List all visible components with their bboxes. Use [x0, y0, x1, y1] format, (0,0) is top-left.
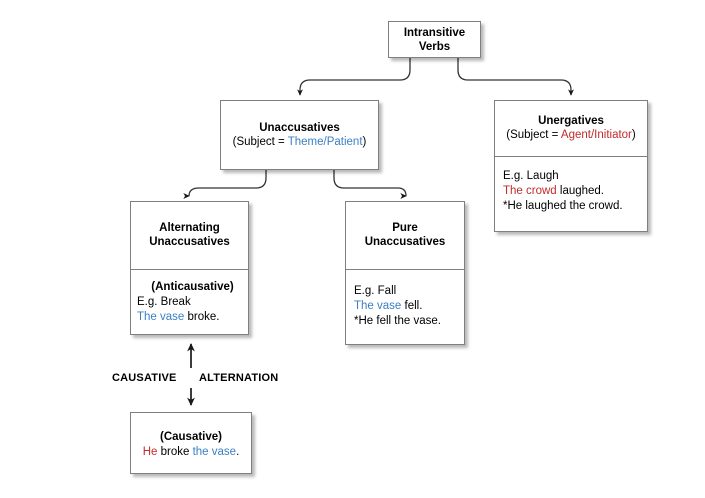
- unaccusatives-role-theme-patient: Theme/Patient: [287, 136, 363, 148]
- pure-example-grammatical: The vase fell.: [354, 299, 464, 314]
- node-unergatives-title: Unergatives (Subject = Agent/Initiator): [495, 101, 647, 157]
- edge-unaccusatives-to-alternating: [186, 170, 267, 197]
- label-causative: CAUSATIVE: [112, 372, 177, 384]
- causative-example-verb: broke: [157, 446, 193, 458]
- pure-example-predicate: fell.: [401, 300, 423, 312]
- pure-head-line-2: Unaccusatives: [364, 236, 446, 248]
- node-unergatives-body: E.g. Laugh The crowd laughed. *He laughe…: [495, 157, 647, 220]
- node-alternating-unaccusatives[interactable]: Alternating Unaccusatives (Anticausative…: [130, 201, 249, 335]
- unergatives-head: Unergatives: [538, 115, 604, 127]
- alternating-example-subject: The vase: [137, 311, 185, 323]
- intransitive-head-line-1: Intransitive: [403, 26, 466, 39]
- node-unaccusatives-title: Unaccusatives (Subject = Theme/Patient): [221, 101, 378, 169]
- causative-example-object: the vase: [192, 446, 237, 458]
- node-alternating-body: (Anticausative) E.g. Break The vase brok…: [131, 270, 248, 331]
- unergatives-subject-role: (Subject = Agent/Initiator): [506, 128, 635, 142]
- edge-intransitive-to-unaccusatives: [297, 58, 411, 96]
- unaccusatives-subject-suffix: ): [362, 136, 367, 148]
- node-pure-unaccusatives[interactable]: Pure Unaccusatives E.g. Fall The vase fe…: [345, 201, 465, 345]
- unergatives-subject-suffix: ): [631, 129, 636, 141]
- node-intransitive-title: Intransitive Verbs: [389, 22, 480, 57]
- edge-intransitive-to-unergatives: [457, 58, 574, 96]
- unergatives-example-predicate: laughed.: [556, 185, 605, 197]
- causative-example-sentence: He broke the vase.: [135, 445, 247, 459]
- node-intransitive-verbs[interactable]: Intransitive Verbs: [388, 21, 481, 58]
- unergatives-role-agent-initiator: Agent/Initiator: [560, 129, 632, 141]
- node-pure-title: Pure Unaccusatives: [346, 202, 464, 270]
- alternating-example-predicate: broke.: [184, 311, 220, 323]
- unergatives-example-label: E.g. Laugh: [503, 170, 559, 182]
- node-alternating-title: Alternating Unaccusatives: [131, 202, 248, 270]
- alternating-example-label: E.g. Break: [137, 296, 191, 308]
- edge-unaccusatives-to-pure: [333, 170, 409, 197]
- alternating-example-sentence: The vase broke.: [137, 310, 248, 325]
- unergatives-example-subject: The crowd: [503, 185, 557, 197]
- label-alternation: ALTERNATION: [199, 372, 279, 384]
- pure-example-ungrammatical: *He fell the vase.: [354, 315, 441, 327]
- unaccusatives-subject-role: (Subject = Theme/Patient): [233, 135, 367, 149]
- pure-head-line-1: Pure: [392, 222, 418, 234]
- causative-example-period: .: [236, 446, 240, 458]
- alternating-head-line-2: Unaccusatives: [149, 236, 230, 248]
- intransitive-head-line-2: Verbs: [418, 40, 451, 53]
- unaccusatives-subject-prefix: (Subject =: [232, 136, 288, 148]
- node-causative-body: (Causative) He broke the vase.: [131, 413, 251, 473]
- alternating-head-line-1: Alternating: [159, 222, 220, 234]
- node-unergatives[interactable]: Unergatives (Subject = Agent/Initiator) …: [494, 100, 648, 232]
- unaccusatives-head: Unaccusatives: [259, 122, 340, 134]
- node-pure-body: E.g. Fall The vase fell. *He fell the va…: [346, 270, 464, 335]
- pure-example-subject: The vase: [354, 300, 402, 312]
- pure-example-label: E.g. Fall: [354, 285, 397, 297]
- unergatives-example-ungrammatical: *He laughed the crowd.: [503, 200, 623, 212]
- unergatives-example-grammatical: The crowd laughed.: [503, 184, 647, 199]
- unergatives-subject-prefix: (Subject =: [506, 129, 561, 141]
- node-unaccusatives[interactable]: Unaccusatives (Subject = Theme/Patient): [220, 100, 379, 170]
- node-causative[interactable]: (Causative) He broke the vase.: [130, 412, 252, 474]
- causative-example-subject: He: [142, 446, 158, 458]
- alternating-body-title: (Anticausative): [151, 281, 234, 293]
- causative-body-title: (Causative): [160, 431, 222, 443]
